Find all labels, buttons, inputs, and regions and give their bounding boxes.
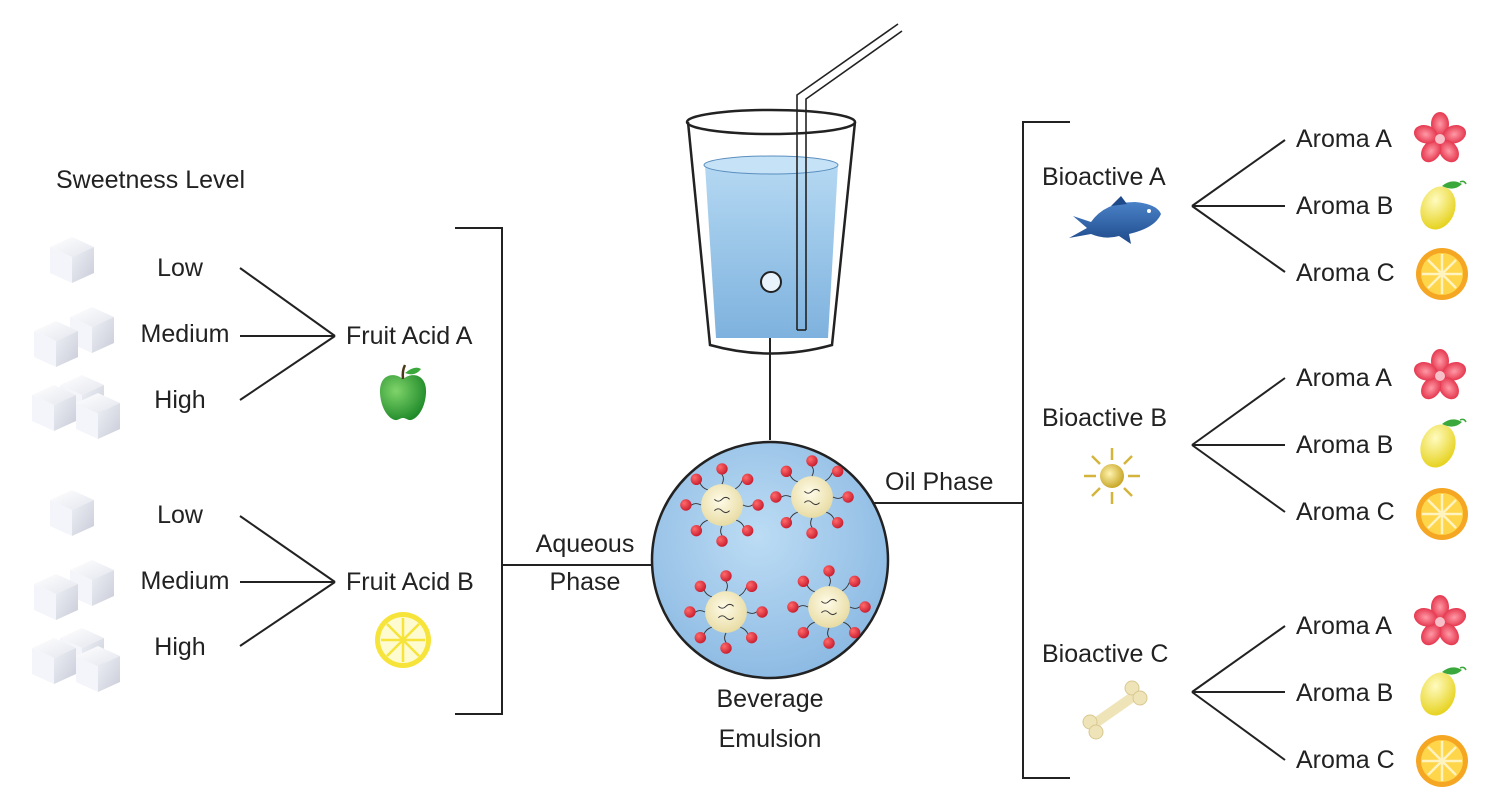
lemon-icon [1413,666,1467,722]
level-medium-a: Medium [140,320,230,348]
bioactive-c: Bioactive C [1042,640,1169,668]
orange-slice-icon [1414,486,1470,542]
level-high-a: High [154,386,206,414]
aroma-c-1: Aroma C [1296,259,1395,287]
orange-slice-icon [1414,733,1470,789]
aroma-c-2: Aroma C [1296,498,1395,526]
bone-icon [1082,680,1148,740]
flower-icon [1412,595,1468,650]
aroma-b-2: Aroma B [1296,431,1394,459]
flower-icon [1412,112,1468,167]
connector-lines [239,121,1286,779]
aroma-a-1: Aroma A [1296,125,1392,153]
aroma-a-2: Aroma A [1296,364,1392,392]
level-medium-b: Medium [140,567,230,595]
level-low-b: Low [157,501,203,529]
aroma-b-1: Aroma B [1296,192,1394,220]
bioactive-a: Bioactive A [1042,163,1166,191]
aroma-a-3: Aroma A [1296,612,1392,640]
straw [796,23,903,331]
sun-icon [1084,448,1140,504]
aqueous-phase-line1: Aqueous [535,530,635,558]
lemon-icon [1413,180,1467,236]
emulsion-label-line2: Emulsion [718,725,822,753]
sugar-cubes-icon [32,490,120,692]
fruit-acid-a: Fruit Acid A [346,322,473,350]
fruit-acid-b: Fruit Acid B [346,568,474,596]
level-low-a: Low [157,254,203,282]
lemon-slice-icon [375,612,431,668]
sweetness-level-title: Sweetness Level [56,166,246,194]
lemon-icon [1413,418,1467,474]
flower-icon [1412,349,1468,404]
emulsion-label-line1: Beverage [716,685,824,713]
level-high-b: High [154,633,206,661]
aroma-b-3: Aroma B [1296,679,1394,707]
orange-slice-icon [1414,246,1470,302]
glass-icon [685,23,903,355]
green-apple-icon [379,364,427,421]
emulsion-circle [650,440,890,680]
fish-icon [1069,196,1161,244]
aroma-c-3: Aroma C [1296,746,1395,774]
aqueous-phase-line2: Phase [549,568,621,596]
oil-phase-label: Oil Phase [885,468,994,496]
bioactive-b: Bioactive B [1042,404,1168,432]
sugar-cubes-icon [32,237,120,439]
